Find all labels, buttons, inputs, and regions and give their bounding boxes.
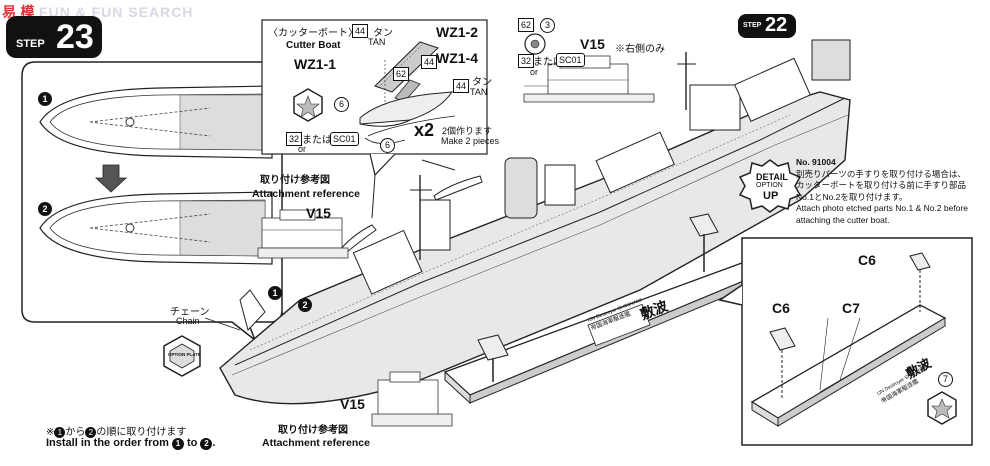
v15-or-jp: または (533, 57, 563, 68)
tan-jp-a: タン (373, 28, 393, 39)
part-44-a: 44 (352, 24, 369, 38)
part-44-c: 44 (453, 79, 470, 93)
attach-left-jp: 取り付け参考図 (260, 175, 330, 186)
attach-bottom-v15: V15 (340, 396, 365, 412)
v15-top-label: V15 (580, 36, 605, 52)
stand-right (750, 252, 957, 427)
install-en-mark-1: 1 (171, 438, 184, 450)
v15-note-jp: ※右側のみ (615, 44, 665, 55)
v15-part-3: 3 (540, 18, 555, 33)
chain-en: Chain (176, 316, 200, 326)
detail-badge-line1: DETAIL (756, 172, 788, 182)
install-jp-prefix: ※ (46, 427, 55, 438)
v15-or-en: or (530, 67, 539, 77)
install-en-mark-2: 2 (200, 438, 213, 450)
step-23-number: 23 (56, 18, 94, 56)
detail-note-jp1: 別売りパーツの手すりを取り付ける場合は、 (796, 168, 966, 179)
step-23-label: STEP (16, 38, 45, 50)
attach-ref-left-sketch (257, 209, 349, 259)
or-jp-a: または (302, 135, 332, 146)
order-mark-2-ship: 2 (298, 298, 312, 312)
attach-ref-bottom-sketch (371, 371, 453, 427)
detail-note: No. 91004 別売りパーツの手すりを取り付ける場合は、 カッターボートを取… (796, 157, 968, 226)
part-6-a: 6 (334, 97, 349, 112)
or-en-a: or (298, 144, 307, 154)
install-en-prefix: Install in the order from (46, 437, 169, 449)
attach-left-v15: V15 (306, 205, 331, 221)
attach-left-en: Attachment reference (252, 188, 360, 200)
detail-note-jp2: カッターボートを取り付ける前に手すり部品 (796, 180, 967, 190)
order-mark-2-panel: 2 (38, 202, 52, 216)
tan-jp-b: タン (472, 77, 492, 88)
v15-part-32: 32 (518, 54, 535, 68)
step-22-number: 22 (765, 14, 788, 36)
cutter-title-jp: 〈カッターボート〉 (268, 28, 358, 39)
part-wz1-2: WZ1-2 (436, 24, 478, 40)
v15-part-62: 62 (518, 18, 535, 32)
stand-middle (443, 213, 772, 405)
attach-bottom-en: Attachment reference (262, 437, 370, 449)
attach-bottom-jp: 取り付け参考図 (278, 425, 348, 436)
v15-part-sc01: SC01 (556, 53, 585, 67)
detail-note-jp3: No.1とNo.2を取り付けます。 (796, 191, 908, 202)
part-6-b: 6 (380, 138, 395, 153)
part-32: 32 (286, 132, 303, 146)
step-22-badge: STEP 22 (738, 14, 796, 38)
make-jp: 2個作ります (442, 126, 493, 136)
detail-badge-line3: UP (763, 190, 779, 202)
detail-note-en1: Attach photo etched parts No.1 & No.2 be… (796, 203, 968, 213)
multiplier: x2 (414, 120, 435, 140)
install-en-end: . (212, 437, 216, 449)
make-en: Make 2 pieces (441, 136, 500, 146)
stand-right-c6-a: C6 (858, 252, 876, 268)
step-22-label: STEP (743, 22, 762, 29)
part-62: 62 (393, 67, 410, 81)
chain-jp: チェーン (170, 307, 210, 318)
destroyer-model (219, 39, 851, 405)
stand-part-7: 7 (938, 372, 953, 387)
part-wz1-4: WZ1-4 (436, 50, 478, 66)
step-23-badge: STEP 23 (6, 16, 102, 58)
install-jp-mid: から (65, 427, 86, 438)
stand-right-c7: C7 (842, 300, 860, 316)
order-mark-1-panel: 1 (38, 92, 52, 106)
detail-note-en2: attaching the cutter boat. (796, 214, 890, 225)
part-sc01: SC01 (330, 132, 359, 146)
part-44-b: 44 (421, 55, 438, 69)
install-en-mid: to (186, 437, 198, 449)
hull-view-2 (39, 191, 273, 265)
install-jp-mark-1: 1 (54, 427, 66, 438)
order-mark-1-ship: 1 (268, 286, 282, 300)
cutter-title-en: Cutter Boat (286, 40, 341, 51)
install-en: Install in the order from 1 to 2. (46, 437, 216, 450)
detail-badge-line2: OPTION (756, 182, 783, 189)
detail-note-no: No. 91004 (796, 157, 836, 167)
install-jp-suffix: の順に取り付けます (96, 427, 187, 438)
tan-en-a: TAN (368, 37, 386, 47)
option-plate-badge: OPTION PLATE (168, 352, 201, 357)
stand-right-c6-b: C6 (772, 300, 790, 316)
part-wz1-1: WZ1-1 (294, 56, 336, 72)
tan-en-b: TAN (470, 87, 488, 97)
down-arrow-icon (94, 164, 128, 193)
hull-view-1 (39, 85, 273, 159)
install-jp-mark-2: 2 (85, 427, 97, 438)
